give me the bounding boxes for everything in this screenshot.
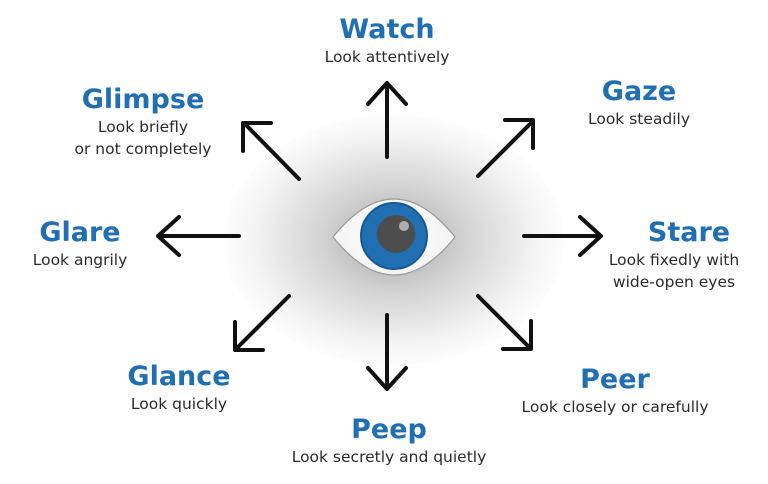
arrow-left-icon [156, 215, 241, 257]
desc-gaze: Look steadily [587, 110, 691, 128]
desc-watch: Look attentively [324, 48, 450, 66]
arrow-up-icon [366, 81, 408, 159]
arrow-up-right-icon [476, 118, 535, 178]
arrow-down-right-icon [476, 294, 533, 351]
direction-arrows [156, 81, 603, 391]
label-glimpse: Glimpse Look briefly or not completely [46, 84, 240, 160]
word-stare: Stare [647, 217, 731, 248]
label-peep: Peep Look secretly and quietly [268, 414, 510, 468]
desc-glimpse-line1: Look briefly [97, 118, 189, 136]
word-watch: Watch [339, 14, 435, 45]
word-peep: Peep [351, 414, 427, 445]
label-gaze: Gaze Look steadily [564, 76, 714, 130]
arrow-down-left-icon [233, 294, 291, 352]
eye-pupil [377, 215, 415, 253]
desc-glimpse-line2: or not completely [74, 140, 212, 158]
word-gaze: Gaze [601, 76, 677, 107]
word-glimpse: Glimpse [81, 84, 205, 115]
eye-highlight [399, 221, 409, 231]
label-watch: Watch Look attentively [302, 14, 472, 68]
label-stare: Stare Look fixedly with wide-open eyes [588, 217, 760, 293]
word-glare: Glare [39, 217, 121, 248]
word-peer: Peer [580, 364, 650, 395]
arrow-down-icon [366, 313, 408, 391]
desc-glare: Look angrily [32, 251, 128, 269]
eye-iris-ring [360, 202, 428, 270]
label-peer: Peer Look closely or carefully [498, 364, 732, 418]
desc-peer: Look closely or carefully [521, 398, 709, 416]
desc-peep: Look secretly and quietly [291, 448, 487, 466]
arrow-right-icon [522, 215, 603, 257]
desc-stare-line1: Look fixedly with [608, 251, 740, 269]
eye-icon [332, 198, 456, 276]
desc-stare-line2: wide-open eyes [612, 273, 736, 291]
label-glare: Glare Look angrily [18, 217, 142, 271]
desc-glance: Look quickly [130, 395, 228, 413]
label-glance: Glance Look quickly [108, 361, 250, 415]
arrow-up-left-icon [241, 121, 301, 181]
word-glance: Glance [127, 361, 231, 392]
